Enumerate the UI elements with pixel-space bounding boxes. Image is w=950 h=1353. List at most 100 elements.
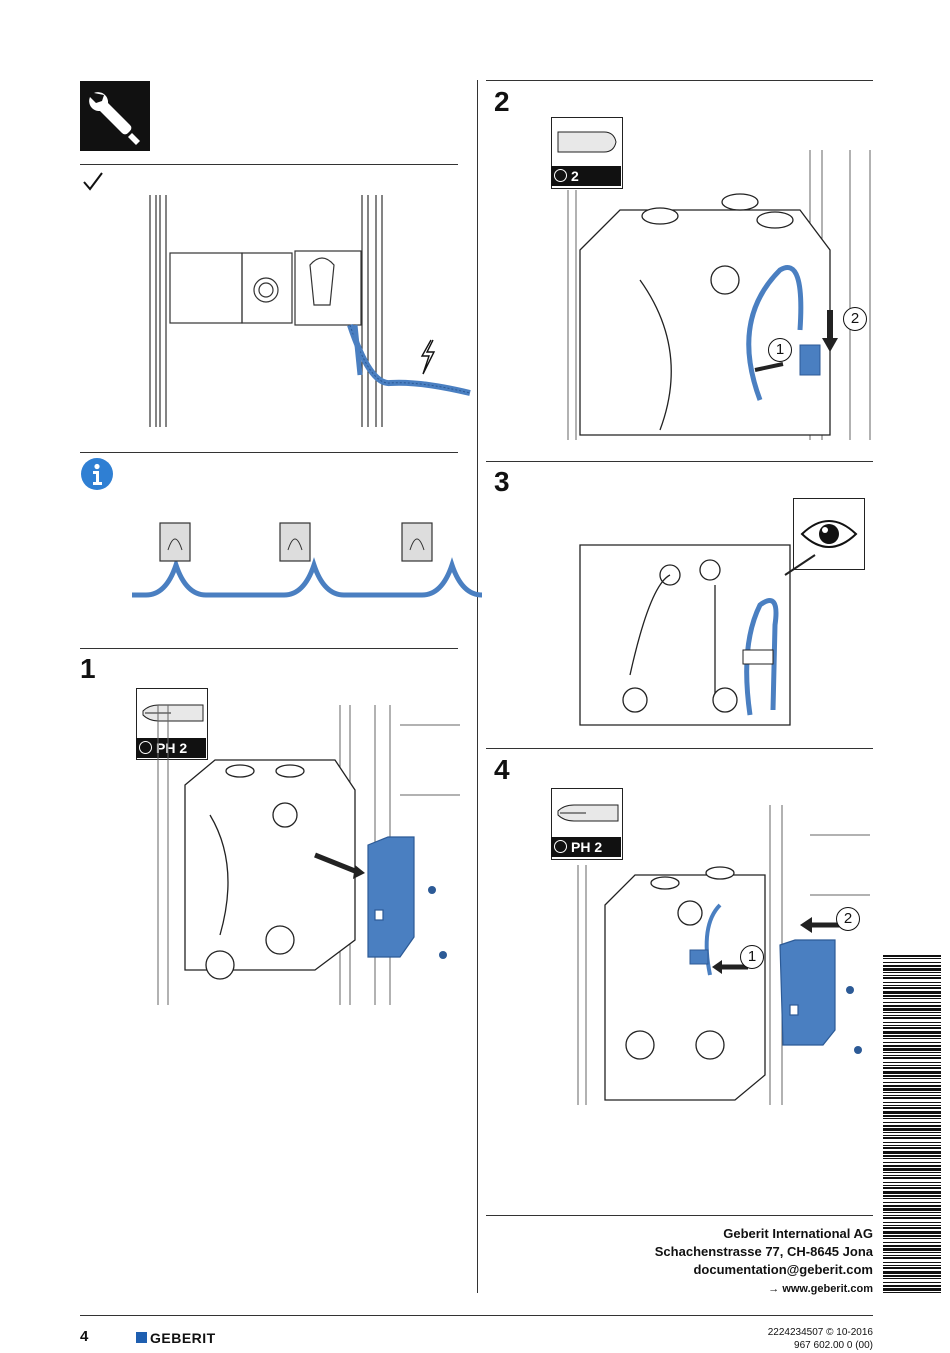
column-divider — [477, 80, 478, 1293]
tool-label-step1: PH 2 — [136, 738, 206, 758]
barcode-bar — [883, 1045, 941, 1047]
barcode-bar — [883, 1172, 941, 1173]
barcode-bar — [883, 1075, 941, 1077]
barcode-bar — [883, 1082, 941, 1083]
barcode-bar — [883, 1282, 941, 1283]
barcode-bar — [883, 1085, 941, 1087]
barcode-bar — [883, 1252, 941, 1253]
tool-label-step4: PH 2 — [551, 837, 621, 857]
barcode-bar — [883, 1175, 941, 1176]
brand-name: GEBERIT — [150, 1330, 216, 1346]
callout-text: 1 — [747, 948, 757, 965]
phillips-symbol-icon — [139, 741, 152, 754]
barcode-bar — [883, 1262, 941, 1263]
barcode-bar — [883, 1151, 941, 1154]
barcode-bar — [883, 1238, 941, 1239]
tool-text: PH 2 — [156, 740, 188, 756]
barcode-bar — [883, 1217, 941, 1219]
rule-left-step1 — [80, 648, 458, 649]
address-street: Schachenstrasse 77, CH-8645 Jona — [654, 1244, 873, 1259]
doc-number: 967 602.00 0 (00) — [794, 1340, 873, 1351]
barcode-bar — [883, 1062, 941, 1063]
prerequisite-illustration — [140, 195, 471, 430]
barcode-bar — [883, 1012, 941, 1013]
step-1-number: 1 — [80, 653, 96, 684]
barcode-bar — [883, 1285, 941, 1287]
callout-1-step4: 1 — [740, 945, 764, 969]
rule-right-step3 — [486, 461, 873, 462]
barcode-bar — [883, 1132, 941, 1133]
barcode-bar — [883, 1187, 941, 1189]
barcode-bar — [883, 1288, 941, 1291]
step-3-illustration — [575, 535, 816, 726]
step-4-illustration — [570, 805, 870, 1105]
rule-left-info — [80, 452, 458, 453]
barcode-bar — [883, 1122, 941, 1123]
barcode-bar — [883, 1107, 941, 1109]
barcode-bar — [883, 985, 941, 986]
step-3-number: 3 — [494, 466, 510, 497]
barcode-bar — [883, 1022, 941, 1023]
barcode-bar — [883, 1125, 941, 1127]
barcode-bar — [883, 1231, 941, 1234]
phillips-symbol-icon — [554, 840, 567, 853]
barcode-bar — [883, 1242, 941, 1243]
barcode-bar — [883, 962, 941, 963]
barcode-bar — [883, 1071, 941, 1074]
barcode-bar — [883, 1135, 941, 1136]
barcode-bar — [883, 1092, 941, 1093]
barcode-bar — [883, 958, 941, 959]
barcode-bar — [883, 1278, 941, 1279]
step-1-illustration — [150, 705, 460, 1005]
barcode-bar — [883, 1182, 941, 1183]
barcode-bar — [883, 1147, 941, 1149]
barcode-bar — [883, 1137, 941, 1139]
lightning-icon — [418, 339, 438, 375]
barcode-bar — [883, 1027, 941, 1029]
barcode-bar — [883, 1115, 941, 1117]
barcode-bar — [883, 1048, 941, 1051]
callout-text: 2 — [843, 910, 853, 927]
rule-left-top — [80, 164, 458, 165]
barcode-bar — [883, 1105, 941, 1106]
address-email: documentation@geberit.com — [693, 1262, 873, 1277]
barcode-bar — [883, 965, 941, 967]
info-icon — [81, 458, 113, 490]
barcode-bar — [883, 1052, 941, 1053]
barcode-bar — [883, 998, 941, 999]
barcode-bar — [883, 1225, 941, 1226]
barcode-bar — [883, 1205, 941, 1207]
barcode-bar — [883, 1202, 941, 1203]
barcode-bar — [883, 1055, 941, 1056]
barcode-bar — [883, 1292, 941, 1293]
page-number: 4 — [80, 1328, 89, 1345]
barcode-bar — [883, 1215, 941, 1216]
barcode-bar — [883, 1162, 941, 1163]
barcode-bar — [883, 1015, 941, 1016]
barcode-bar — [883, 1235, 941, 1237]
callout-text: 1 — [775, 341, 785, 358]
address-company: Geberit International AG — [723, 1226, 873, 1241]
barcode-bar — [883, 995, 941, 997]
barcode-bar — [883, 1255, 941, 1256]
barcode-bar — [883, 1031, 941, 1034]
checkmark-icon — [82, 170, 104, 192]
barcode-bar — [883, 1275, 941, 1277]
wrench-icon — [80, 81, 150, 151]
barcode-bar — [883, 1158, 941, 1159]
barcode-bar — [883, 1118, 941, 1119]
barcode-bar — [883, 1155, 941, 1157]
callout-1-step2: 1 — [768, 338, 792, 362]
barcode-bar — [883, 1017, 941, 1019]
barcode-bar — [883, 1195, 941, 1197]
barcode-bar — [883, 1248, 941, 1251]
barcode-bar — [883, 1271, 941, 1274]
address-web: → www.geberit.com — [768, 1283, 873, 1295]
barcode-bar — [883, 1145, 941, 1146]
barcode-bar — [883, 1102, 941, 1103]
barcode-bar — [883, 1002, 941, 1003]
barcode-bar — [883, 1078, 941, 1079]
barcode-bar — [883, 1042, 941, 1043]
rule-address — [486, 1215, 873, 1216]
barcode-bar — [883, 1088, 941, 1091]
